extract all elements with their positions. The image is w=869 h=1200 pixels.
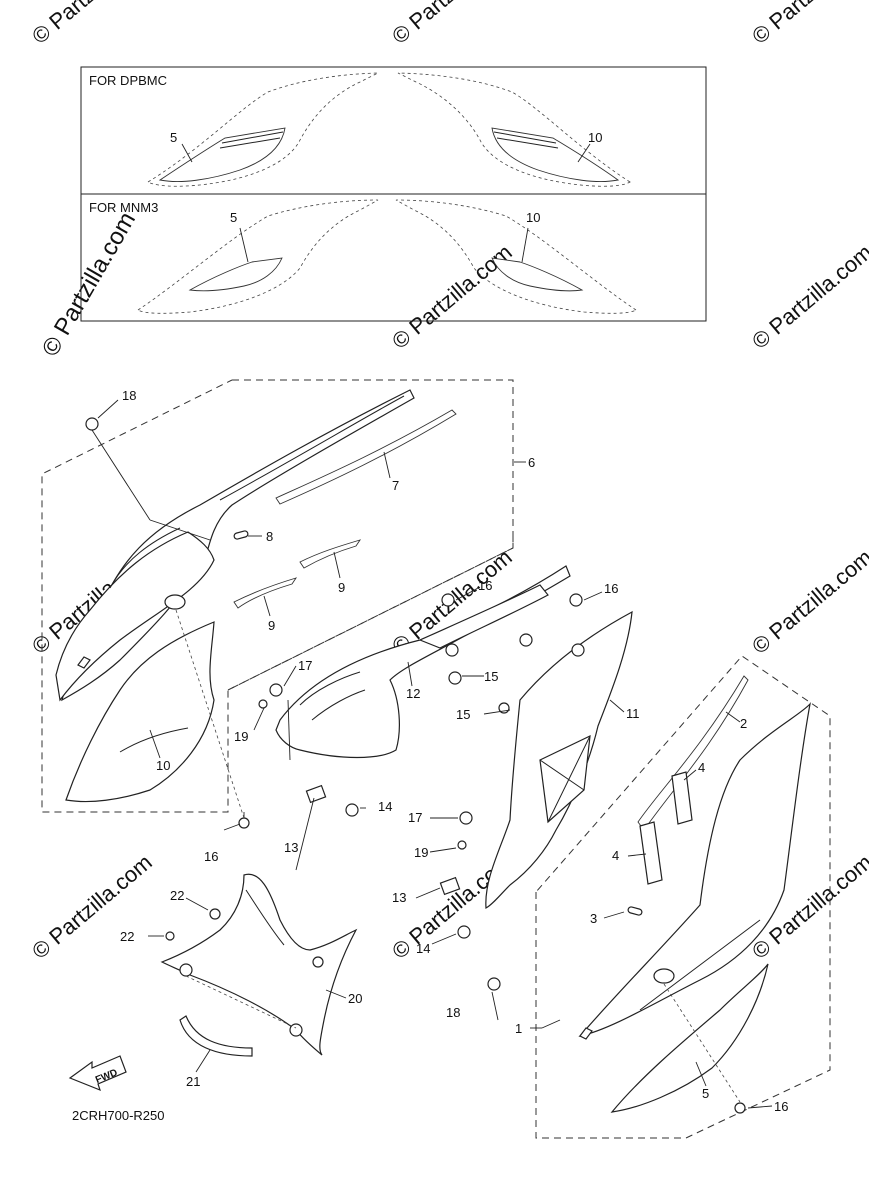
callout-14: 14	[416, 941, 430, 956]
variant-label-mnm3: FOR MNM3	[89, 200, 158, 215]
variant-box: FOR DPBMC FOR MNM3 5 10 5 10	[80, 66, 707, 322]
callout-3: 3	[590, 911, 597, 926]
callout-16: 16	[774, 1099, 788, 1114]
leader-lines	[91, 399, 773, 1109]
lower-cowl	[160, 873, 358, 1057]
callout-18: 18	[446, 1005, 460, 1020]
assembly-group-boxes	[41, 379, 831, 1139]
callout-7: 7	[392, 478, 399, 493]
callout-13: 13	[284, 840, 298, 855]
callout-8: 8	[266, 529, 273, 544]
callout-6: 6	[528, 455, 535, 470]
callout-19: 19	[414, 845, 428, 860]
callout-17: 17	[298, 658, 312, 673]
callout-20: 20	[348, 991, 362, 1006]
left-side-cover-assembly	[55, 389, 457, 829]
watermark: © Partzilla.com	[387, 0, 517, 49]
callout-4: 4	[612, 848, 619, 863]
dpbmc-right-cover	[397, 72, 631, 187]
callout-13: 13	[392, 890, 406, 905]
callout-15: 15	[456, 707, 470, 722]
watermark: © Partzilla.com	[747, 239, 869, 353]
callout-4: 4	[698, 760, 705, 775]
callout-22: 22	[120, 929, 134, 944]
dpbmc-left-cover	[147, 72, 379, 187]
callout-variant-5: 5	[170, 130, 177, 145]
callout-22: 22	[170, 888, 184, 903]
right-side-cover	[487, 675, 811, 1114]
watermark: © Partzilla.com	[27, 0, 157, 49]
callout-21: 21	[186, 1074, 200, 1089]
callout-10: 10	[156, 758, 170, 773]
callout-2: 2	[740, 716, 747, 731]
watermark: © Partzilla.com	[747, 0, 869, 49]
mnm3-left-cover	[137, 199, 380, 314]
drawing-code: 2CRH700-R250	[72, 1108, 165, 1123]
variant-label-dpbmc: FOR DPBMC	[89, 73, 167, 88]
watermark: © Partzilla.com	[747, 544, 869, 658]
watermark-side: © Partzilla.com	[37, 207, 141, 361]
callout-19: 19	[234, 729, 248, 744]
callout-17: 17	[408, 810, 422, 825]
callout-12: 12	[406, 686, 420, 701]
callout-variant-10: 10	[526, 210, 540, 225]
center-bracket-assembly	[258, 565, 633, 939]
callouts: 1 2 3 4 4 5 6 7 8 9 9 10 11 12 13 13 14 …	[120, 388, 788, 1114]
callout-16: 16	[478, 578, 492, 593]
watermark: © Partzilla.com	[387, 239, 517, 353]
callout-1: 1	[515, 1021, 522, 1036]
callout-11: 11	[626, 706, 640, 721]
callout-18: 18	[122, 388, 136, 403]
callout-variant-5: 5	[230, 210, 237, 225]
callout-16: 16	[204, 849, 218, 864]
callout-14: 14	[378, 799, 392, 814]
callout-16: 16	[604, 581, 618, 596]
mnm3-right-cover	[394, 199, 637, 314]
callout-9: 9	[338, 580, 345, 595]
fwd-arrow: FWD	[68, 1055, 127, 1092]
callout-15: 15	[484, 669, 498, 684]
callout-variant-10: 10	[588, 130, 602, 145]
watermark: © Partzilla.com	[27, 849, 157, 963]
callout-5: 5	[702, 1086, 709, 1101]
callout-9: 9	[268, 618, 275, 633]
